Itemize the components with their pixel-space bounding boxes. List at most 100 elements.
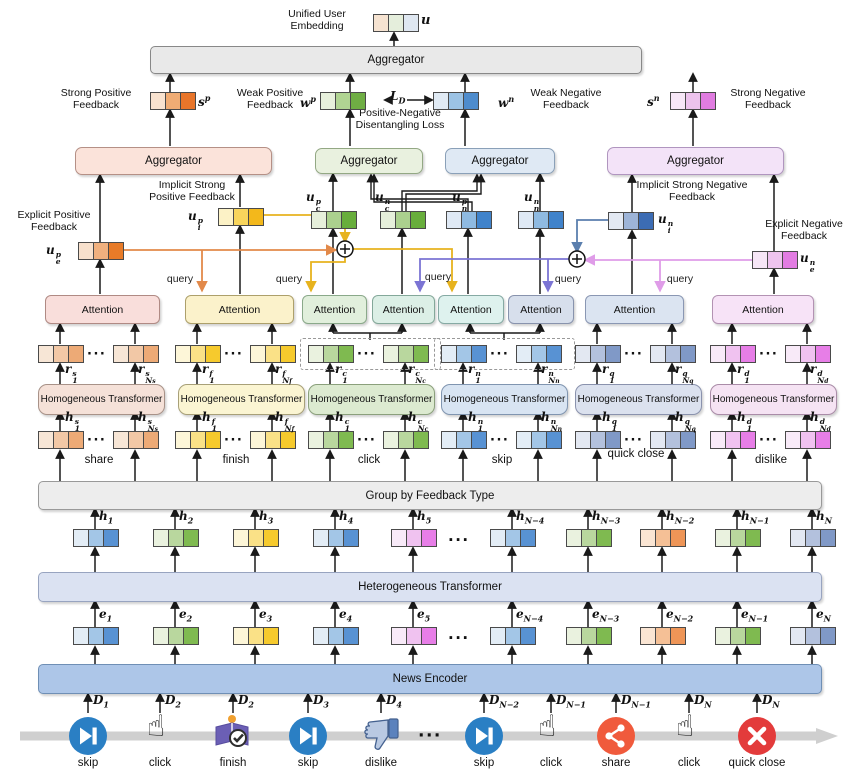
h-vector-n-1 xyxy=(441,431,487,449)
vector-cell xyxy=(681,346,695,362)
vector-cell xyxy=(532,346,547,362)
vector-cell xyxy=(472,346,486,362)
click-hand-icon: ☝ xyxy=(676,709,695,744)
strong-negative-label: Strong Negative Feedback xyxy=(730,87,806,111)
h-seq-symbol-5: h5 xyxy=(417,509,432,526)
vector-cell xyxy=(169,530,184,546)
doc-symbol-2: D2 xyxy=(238,693,254,710)
click-hand-icon: ☝ xyxy=(147,709,166,744)
uin-vector xyxy=(608,212,654,230)
vector-cell xyxy=(449,93,464,109)
vector-cell xyxy=(309,432,324,448)
vector-cell xyxy=(686,93,701,109)
h-ellipsis: ··· xyxy=(87,433,107,448)
disentangling-loss-label: Positive-Negative Disentangling Loss xyxy=(355,107,445,131)
vector-cell xyxy=(821,530,835,546)
h-ellipsis: ··· xyxy=(759,433,779,448)
news-encoder-bar: News Encoder xyxy=(38,664,822,694)
vector-cell xyxy=(184,530,198,546)
h-ellipsis: ··· xyxy=(490,433,510,448)
vector-cell xyxy=(567,628,582,644)
vector-cell xyxy=(94,243,109,259)
skip-icon xyxy=(464,716,504,756)
vector-cell xyxy=(806,628,821,644)
vector-cell xyxy=(281,346,295,362)
vector-cell xyxy=(576,432,591,448)
vector-cell xyxy=(591,346,606,362)
vector-cell xyxy=(344,628,358,644)
vector-cell xyxy=(746,530,760,546)
vector-cell xyxy=(491,530,506,546)
vector-cell xyxy=(266,432,281,448)
vector-cell xyxy=(534,212,549,228)
vector-cell xyxy=(342,212,356,228)
vector-cell xyxy=(582,530,597,546)
r-ellipsis: ··· xyxy=(759,347,779,362)
vector-cell xyxy=(312,212,327,228)
weak-positive-label: Weak Positive Feedback xyxy=(236,87,304,111)
attention-share: Attention xyxy=(45,295,160,324)
vector-cell xyxy=(324,346,339,362)
doc-symbol-0: D1 xyxy=(93,693,109,710)
h-vector-f-1 xyxy=(175,431,221,449)
vector-cell xyxy=(422,530,436,546)
e-seq-symbol-2: e2 xyxy=(179,607,193,624)
vector-cell xyxy=(666,432,681,448)
vector-cell xyxy=(374,15,389,31)
vector-cell xyxy=(731,628,746,644)
vector-cell xyxy=(327,212,342,228)
close-icon xyxy=(737,716,777,756)
vector-cell xyxy=(321,93,336,109)
homogeneous-transformer-click: Homogeneous Transformer xyxy=(308,384,435,415)
w-p-symbol: wp xyxy=(300,94,316,110)
h-seq-ellipsis: ··· xyxy=(448,531,470,549)
vector-cell xyxy=(154,628,169,644)
vector-cell xyxy=(567,530,582,546)
h-vector-f-N xyxy=(250,431,296,449)
vector-cell xyxy=(154,530,169,546)
h-seq-vector-N−2 xyxy=(640,529,686,547)
vector-cell xyxy=(176,346,191,362)
homogeneous-transformer-dislike: Homogeneous Transformer xyxy=(710,384,837,415)
timeline-label-4: dislike xyxy=(365,757,397,769)
attention-skip-negative: Attention xyxy=(508,295,574,324)
unified-embedding-vector xyxy=(373,14,419,32)
vector-cell xyxy=(69,432,83,448)
vector-cell xyxy=(191,346,206,362)
vector-cell xyxy=(786,346,801,362)
aggregator-top: Aggregator xyxy=(150,46,642,74)
h-seq-symbol-2: h2 xyxy=(179,509,194,526)
vector-cell xyxy=(521,530,535,546)
h-ellipsis: ··· xyxy=(357,433,377,448)
timeline-label-0: skip xyxy=(77,757,99,769)
h-vector-s-N xyxy=(113,431,159,449)
r-ellipsis: ··· xyxy=(87,347,107,362)
vector-cell xyxy=(184,628,198,644)
r-vector-q-1 xyxy=(575,345,621,363)
heterogeneous-transformer-bar: Heterogeneous Transformer xyxy=(38,572,822,602)
doc-symbol-9: DN xyxy=(694,693,712,710)
feedback-type-label-n: skip xyxy=(491,454,513,466)
vector-cell xyxy=(472,432,486,448)
implicit-strong-positive-label: Implicit Strong Positive Feedback xyxy=(149,179,235,203)
e-seq-vector-N xyxy=(790,627,836,645)
vector-cell xyxy=(251,432,266,448)
finish-icon xyxy=(211,714,251,754)
feedback-type-label-f: finish xyxy=(222,454,250,466)
vector-cell xyxy=(671,530,685,546)
doc-symbol-1: D2 xyxy=(165,693,181,710)
